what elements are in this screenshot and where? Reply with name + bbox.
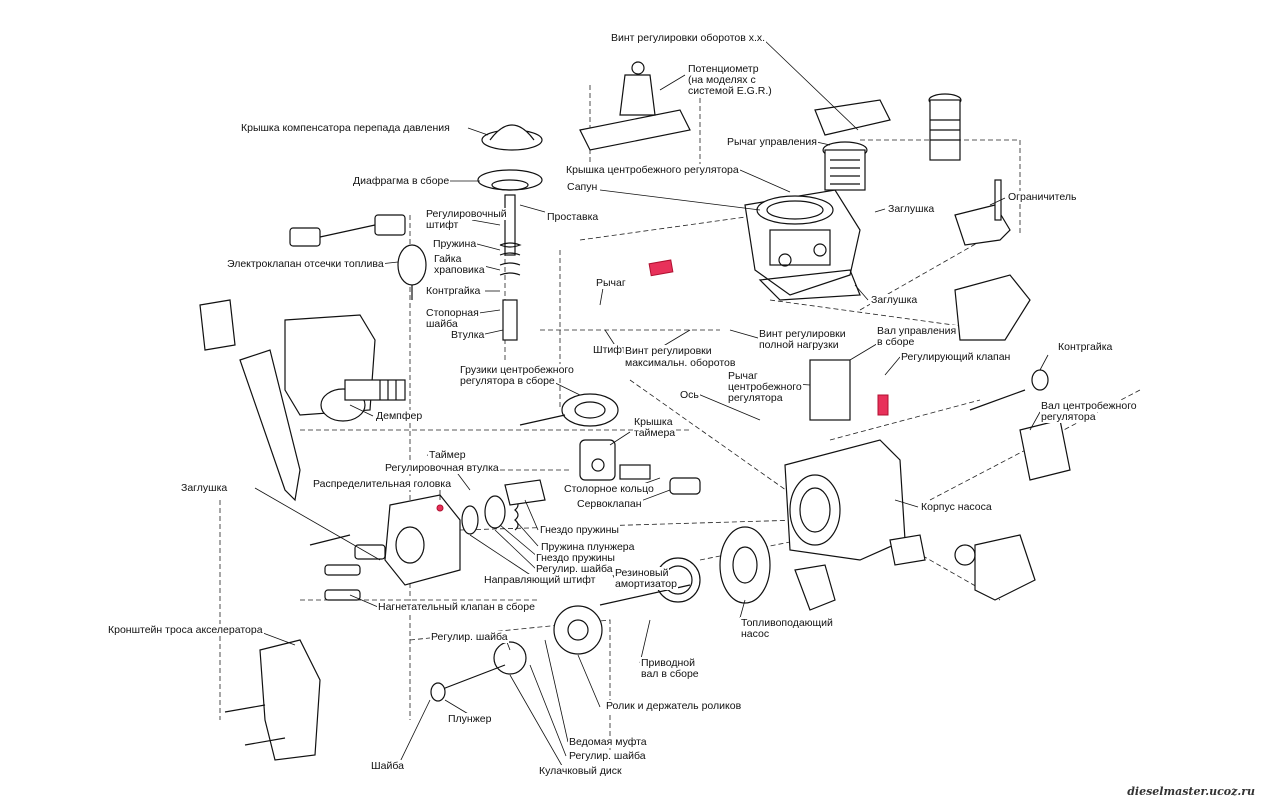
label-feed-pump-2: насос xyxy=(740,628,771,640)
label-cam-disc: Кулачковый диск xyxy=(538,765,623,777)
label-gov-lever-2: центробежного xyxy=(727,381,803,393)
label-timer-cover-2: таймера xyxy=(633,427,677,439)
label-gov-lever-3: регулятора xyxy=(727,392,784,404)
label-diaphragm: Диафрагма в сборе xyxy=(352,175,451,187)
label-ratchet-nut-1: Гайка xyxy=(433,253,463,265)
damper-part xyxy=(199,299,406,502)
label-spring-seat2: Гнездо пружины xyxy=(535,552,616,564)
label-spring-seat: Гнездо пружины xyxy=(539,524,620,536)
highlighted-bolt xyxy=(648,259,674,277)
limiter-part xyxy=(954,179,1011,246)
label-control-shaft-1: Вал управления xyxy=(876,325,958,337)
label-adj-washer2: Регулир. шайба xyxy=(430,631,509,643)
label-idle-screw: Винт регулировки оборотов х.х. xyxy=(610,32,767,44)
pump-body-part xyxy=(784,359,906,561)
label-stop-washer-2: шайба xyxy=(425,318,459,330)
label-comp-cover: Крышка компенсатора перепада давления xyxy=(240,122,451,134)
label-axis: Ось xyxy=(679,389,700,401)
label-adj-pin-2: штифт xyxy=(425,219,460,231)
potentiometer-part xyxy=(579,61,691,151)
drive-train-part xyxy=(430,526,771,702)
accel-bracket-part xyxy=(224,639,321,761)
weights-part xyxy=(519,393,619,427)
label-rubber-1: Резиновый xyxy=(614,567,670,579)
label-plug-mid: Заглушка xyxy=(870,294,919,306)
label-roller: Ролик и держатель роликов xyxy=(605,700,743,712)
label-adj-washer3: Регулир. шайба xyxy=(568,750,647,762)
label-adj-washer: Регулир. шайба xyxy=(535,563,614,575)
label-full-load-1: Винт регулировки xyxy=(758,328,847,340)
label-plunger-spring: Пружина плунжера xyxy=(540,541,636,553)
label-plug-left: Заглушка xyxy=(180,482,229,494)
label-reg-valve: Регулирующий клапан xyxy=(900,351,1012,363)
label-plunger: Плунжер xyxy=(447,713,493,725)
label-potentiometer-3: системой E.G.R.) xyxy=(687,85,773,97)
label-damper: Демпфер xyxy=(375,410,424,422)
label-dist-head: Распределительная головка xyxy=(312,478,453,490)
label-gov-shaft-1: Вал центробежного xyxy=(1040,400,1138,412)
label-potentiometer-2: (на моделях с xyxy=(687,74,757,86)
label-lever: Рычаг xyxy=(595,277,627,289)
label-locknut: Контргайка xyxy=(425,285,482,297)
label-control-shaft-2: в сборе xyxy=(876,336,916,348)
label-adj-sleeve: Регулировочная втулка xyxy=(384,462,500,474)
label-bracket: Кронштейн троса акселератора xyxy=(107,624,264,636)
label-stop-washer-1: Стопорная xyxy=(425,307,480,319)
label-drive-shaft-2: вал в сборе xyxy=(640,668,700,680)
timer-part xyxy=(579,439,701,495)
label-feed-pump-1: Топливоподающий xyxy=(740,617,834,629)
label-servo: Сервоклапан xyxy=(576,498,643,510)
label-cutoff-valve: Электроклапан отсечки топлива xyxy=(226,258,385,270)
label-spring: Пружина xyxy=(432,238,478,250)
label-gov-shaft-2: регулятора xyxy=(1040,411,1097,423)
watermark: dieselmaster.ucoz.ru xyxy=(1127,785,1255,798)
leader-lines xyxy=(254,37,1049,772)
label-sleeve: Втулка xyxy=(450,329,486,341)
label-spacer: Проставка xyxy=(546,211,600,223)
distributor-head-part xyxy=(384,479,546,586)
compensator-part xyxy=(477,124,543,341)
label-max-screw-2: максимальн. оборотов xyxy=(624,357,737,369)
label-delivery-valve: Нагнетательный клапан в сборе xyxy=(377,601,536,613)
label-plug-top: Заглушка xyxy=(887,203,936,215)
label-rubber-2: амортизатор xyxy=(614,578,678,590)
feed-pump-bracket xyxy=(794,534,926,611)
label-gov-cover: Крышка центробежного регулятора xyxy=(565,164,740,176)
label-limiter: Ограничитель xyxy=(1007,191,1078,203)
control-lever-part xyxy=(814,93,962,191)
label-weights-2: регулятора в сборе xyxy=(459,375,556,387)
label-timer-cover-1: Крышка xyxy=(633,416,674,428)
label-guide-pin: Направляющий штифт xyxy=(483,574,597,586)
cutoff-solenoid-part xyxy=(289,214,427,300)
label-pump-body: Корпус насоса xyxy=(920,501,993,513)
label-max-screw-1: Винт регулировки xyxy=(624,345,713,357)
label-locknut-right: Контргайка xyxy=(1057,341,1114,353)
label-full-load-2: полной нагрузки xyxy=(758,339,840,351)
right-parts xyxy=(877,274,1071,601)
label-breather: Сапун xyxy=(566,181,599,193)
label-control-lever: Рычаг управления xyxy=(726,136,818,148)
label-washer: Шайба xyxy=(370,760,405,772)
governor-cover-part xyxy=(744,189,861,301)
label-drive-shaft-1: Приводной xyxy=(640,657,696,669)
label-ratchet-nut-2: храповика xyxy=(433,264,486,276)
label-gov-lever-1: Рычаг xyxy=(727,370,759,382)
label-stop-ring: Столорное кольцо xyxy=(563,483,655,495)
label-weights-1: Грузики центробежного xyxy=(459,364,575,376)
label-pin: Штифт xyxy=(592,344,628,356)
label-adj-pin-1: Регулировочный xyxy=(425,208,508,220)
label-driven-coupling: Ведомая муфта xyxy=(568,736,648,748)
label-timer: Таймер xyxy=(428,449,467,461)
delivery-valves-part xyxy=(309,534,386,601)
label-potentiometer-1: Потенциометр xyxy=(687,63,760,75)
